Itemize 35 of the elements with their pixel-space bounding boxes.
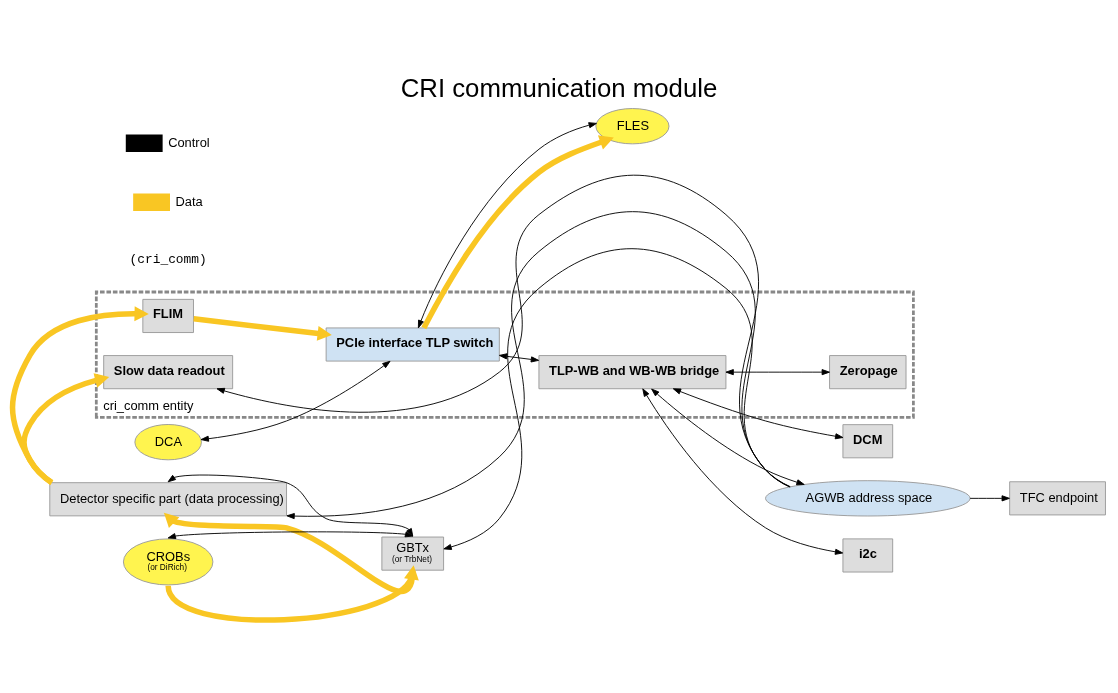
node-box: TLP-WB and WB-WB bridge <box>538 355 727 390</box>
arrow <box>443 248 791 550</box>
node-ellipse: DCA <box>134 424 202 461</box>
arrow <box>969 495 1010 502</box>
diagram-title: CRI communication module <box>400 74 718 102</box>
arrow <box>193 316 332 341</box>
arrow <box>200 360 391 442</box>
node-box: FLIM <box>142 298 194 333</box>
arrow <box>165 565 419 623</box>
node-box: Zeropage <box>829 355 907 390</box>
arrow <box>216 174 791 488</box>
arrow <box>725 369 830 376</box>
arrow <box>651 388 805 486</box>
arrow <box>421 135 614 330</box>
legend-label: Control <box>168 134 210 150</box>
arrow <box>417 122 597 329</box>
label: (cri_comm) <box>129 252 207 268</box>
arrow <box>9 306 149 485</box>
node-box: i2c <box>842 538 894 573</box>
arrow <box>672 388 844 440</box>
node-box: Detector specific part (data processing) <box>49 482 287 517</box>
node-box: GBTx (or TrbNet) <box>381 536 445 571</box>
node-box: TFC endpoint <box>1009 481 1106 516</box>
arrow <box>163 512 416 595</box>
arrow <box>642 388 844 555</box>
legend-label: Data <box>175 193 203 209</box>
node-ellipse: CROBs (or DiRich) <box>122 538 214 586</box>
node-box: Slow data readout <box>103 355 234 390</box>
node-ellipse: FLES <box>595 108 670 145</box>
arrow <box>21 373 110 485</box>
node-box: DCM <box>842 424 894 459</box>
arrow <box>167 531 414 539</box>
arrow <box>167 474 414 537</box>
node-box: PCIe interface TLP switch <box>325 327 500 362</box>
arrow <box>499 353 540 363</box>
